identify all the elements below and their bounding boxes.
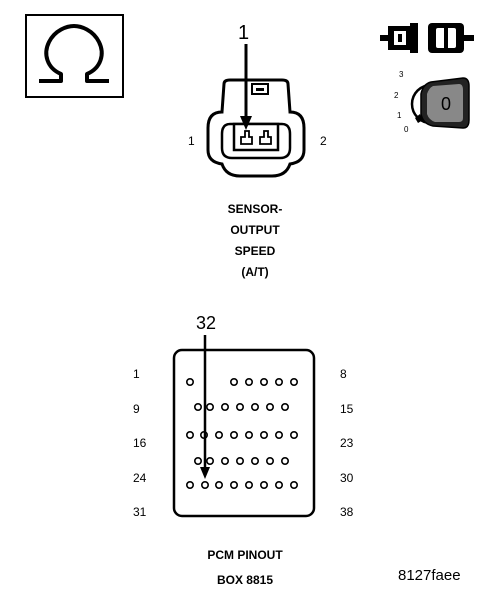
pcm-pin-callout: 32 [196, 313, 217, 333]
pin-hole [236, 402, 245, 411]
pin-hole [251, 402, 260, 411]
figure-id: 8127faee [398, 567, 461, 584]
omega-icon [39, 24, 109, 83]
sensor-right-pin-label: 2 [320, 134, 327, 148]
pcm-left-label-16: 16 [133, 436, 147, 450]
pcm-right-label-15: 15 [340, 401, 354, 416]
pcm-left-label-31: 31 [133, 505, 147, 519]
pcm-title: PCM PINOUT BOX 8815 [170, 543, 320, 593]
connector-disconnect-icon [380, 23, 474, 53]
pin-hole [260, 431, 269, 440]
pcm-right-label-8: 8 [340, 367, 347, 381]
pin-hole [193, 402, 202, 411]
pcm-left-label-24: 24 [133, 470, 147, 485]
pcm-title-line-1: PCM PINOUT [207, 548, 283, 562]
key-position-0: 0 [404, 125, 409, 134]
pin-hole [185, 377, 194, 386]
sensor-title-line-2: OUTPUT [230, 223, 280, 237]
pin-hole [245, 377, 254, 386]
pin-hole [229, 377, 238, 386]
pin-hole [266, 457, 275, 466]
pin-hole [260, 377, 269, 386]
pin-hole [245, 431, 254, 440]
pin-hole [193, 457, 202, 466]
key-value: 0 [441, 94, 452, 114]
pin-hole [281, 402, 290, 411]
ohmmeter-box [25, 14, 124, 98]
pcm-right-label-38: 38 [340, 505, 354, 519]
pin-hole [281, 457, 290, 466]
pin-hole [266, 402, 275, 411]
pin-hole [220, 457, 229, 466]
pcm-left-label-9: 9 [133, 401, 140, 416]
pcm-pinout-diagram [172, 335, 316, 518]
pin-hole [275, 377, 284, 386]
pin-hole [290, 431, 299, 440]
sensor-title-line-1: SENSOR- [227, 202, 283, 216]
pin-hole [245, 481, 254, 490]
pin-hole [290, 377, 299, 386]
pcm-right-labels: 8 15 23 30 38 [340, 357, 353, 530]
pin-hole [205, 457, 214, 466]
pin-hole [214, 431, 223, 440]
pcm-title-line-2: BOX 8815 [216, 573, 274, 587]
pin-hole [185, 481, 194, 490]
sensor-left-pin-label: 1 [188, 134, 195, 148]
key-position-1: 1 [397, 111, 402, 120]
pin-hole [275, 431, 284, 440]
pin-hole [220, 402, 229, 411]
pcm-right-label-23: 23 [340, 436, 354, 450]
pin-hole [205, 402, 214, 411]
pin-hole [214, 481, 223, 490]
pcm-right-label-30: 30 [340, 470, 354, 485]
pin-hole [251, 457, 260, 466]
sensor-pin-callout: 1 [238, 22, 250, 44]
pin-hole [200, 481, 209, 490]
sensor-connector-diagram [206, 44, 306, 178]
pin-hole [229, 431, 238, 440]
pin-hole [260, 481, 269, 490]
sensor-title-line-3: SPEED [234, 244, 276, 258]
key-position-2: 2 [394, 91, 399, 100]
ignition-key-icon [410, 77, 470, 129]
key-position-3: 3 [399, 70, 404, 79]
pin-hole [236, 457, 245, 466]
pin-hole [290, 481, 299, 490]
pin-hole [229, 481, 238, 490]
pcm-left-labels: 1 9 16 24 31 [133, 357, 146, 530]
pin-hole [275, 481, 284, 490]
pin-hole [185, 431, 194, 440]
sensor-title: SENSOR- OUTPUT SPEED (A/T) [195, 199, 315, 283]
sensor-title-line-4: (A/T) [241, 265, 269, 279]
pcm-left-label-1: 1 [133, 367, 140, 381]
